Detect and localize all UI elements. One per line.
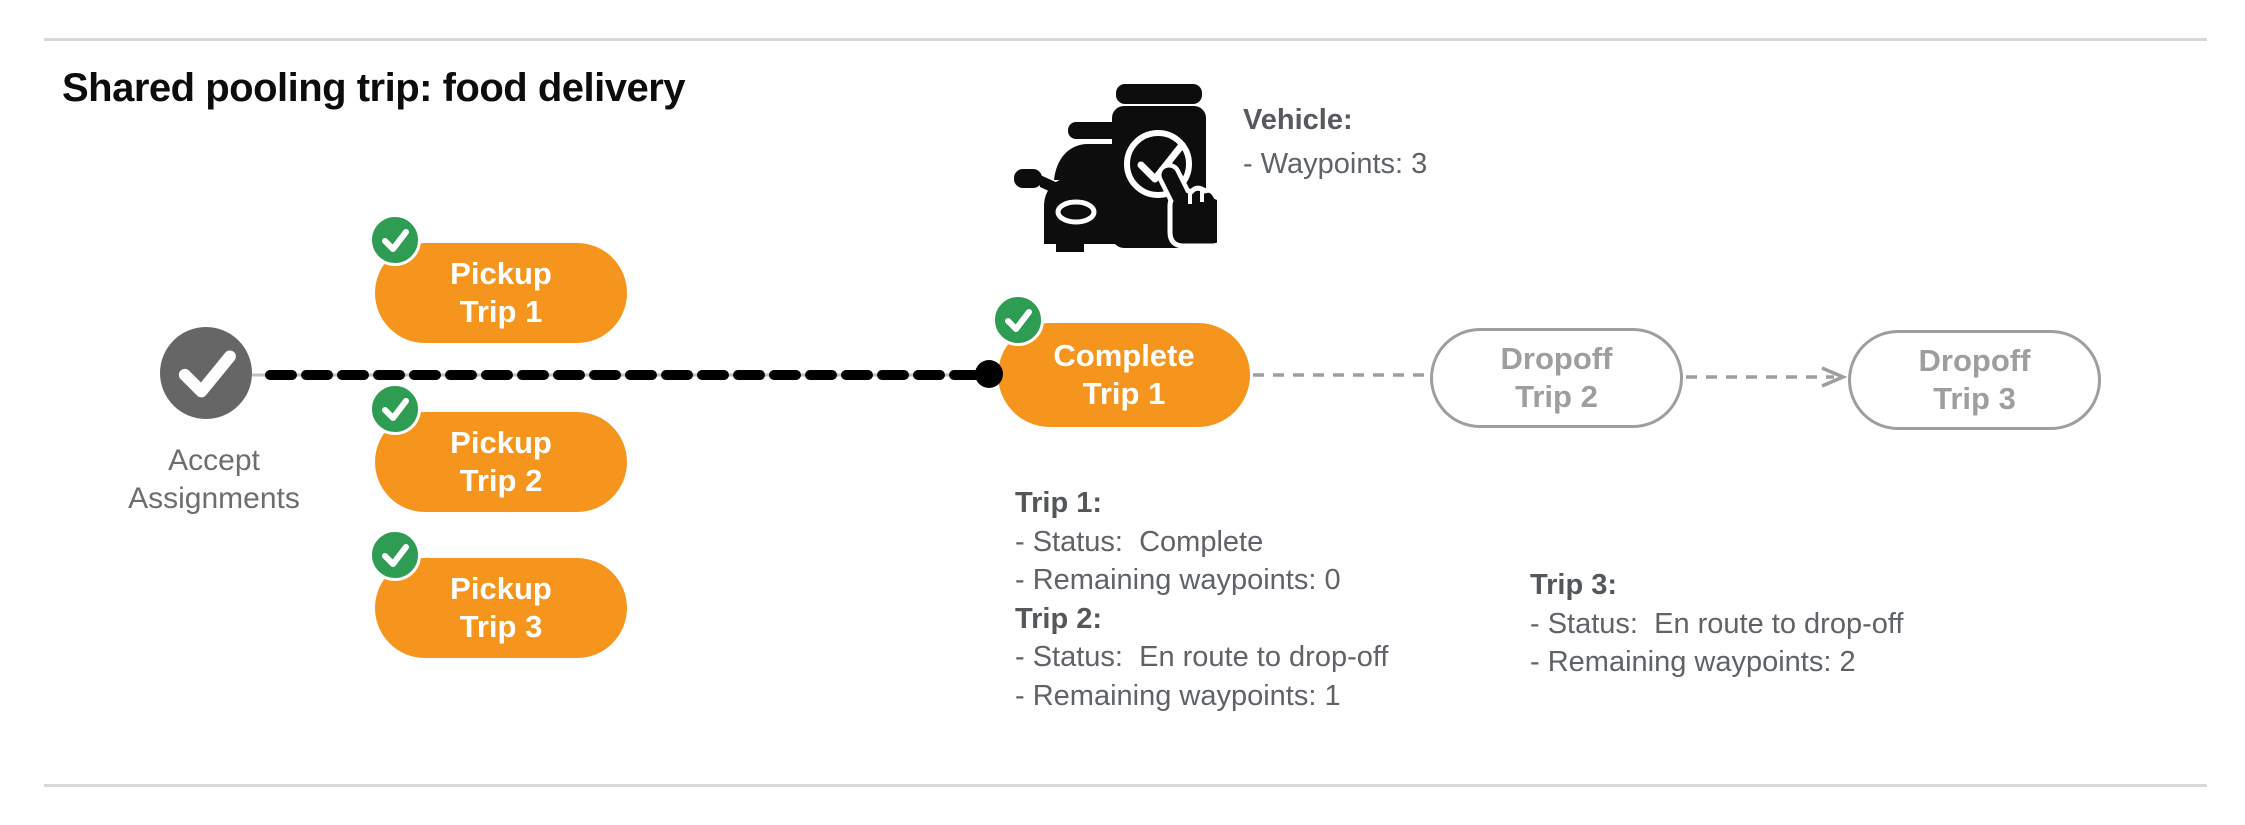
checkmark-icon [382, 544, 409, 567]
checkmark-icon [178, 350, 236, 398]
start-label-line2: Assignments [128, 482, 300, 515]
node-label-line2: Trip 2 [459, 463, 543, 498]
trip-3-waypoints: - Remaining waypoints: 2 [1530, 646, 1856, 678]
trip-3-status: - Status: En route to drop-off [1530, 607, 1904, 640]
start-label-line1: Accept [168, 444, 260, 477]
node-label-line1: Pickup [450, 425, 552, 460]
node-label-line2: Trip 2 [1515, 379, 1598, 414]
trip-3-heading: Trip 3: [1530, 569, 1618, 601]
trip-2-waypoints: - Remaining waypoints: 1 [1015, 679, 1341, 712]
vehicle-waypoints: - Waypoints: 3 [1243, 148, 1428, 180]
checkmark-icon [1005, 309, 1032, 332]
bottom-divider [44, 784, 2207, 787]
trip-status-block-3: Trip 3: - Status: En route to drop-off -… [1530, 566, 1903, 682]
vehicle-info: Vehicle: - Waypoints: 3 [1243, 98, 1427, 186]
car-phone-check-icon [1012, 72, 1227, 252]
top-divider [44, 38, 2207, 41]
node-pickup-trip-3: Pickup Trip 3 [375, 558, 627, 658]
accept-assignments-node [160, 327, 252, 419]
current-position-dot [975, 360, 1003, 388]
page-title: Shared pooling trip: food delivery [62, 66, 686, 110]
completed-check-badge [369, 383, 421, 435]
node-label-line1: Pickup [450, 571, 552, 606]
node-label-line1: Complete [1053, 338, 1195, 373]
node-label-line1: Dropoff [1500, 341, 1613, 376]
accept-assignments-label: Accept Assignments [84, 442, 344, 518]
completed-check-badge [369, 214, 421, 266]
checkmark-icon [382, 398, 409, 421]
arrowhead-icon [1821, 366, 1848, 388]
node-label-line2: Trip 3 [1933, 381, 2016, 416]
node-complete-trip-1: Complete Trip 1 [998, 323, 1250, 427]
node-label-line2: Trip 1 [459, 294, 543, 329]
completed-check-badge [369, 529, 421, 581]
trip-1-waypoints: - Remaining waypoints: 0 [1015, 564, 1341, 596]
node-dropoff-trip-3: Dropoff Trip 3 [1848, 330, 2101, 430]
completed-check-badge [992, 294, 1044, 346]
node-label-line1: Dropoff [1918, 343, 2031, 378]
trip-2-status: - Status: En route to drop-off [1015, 641, 1389, 673]
trip-1-heading: Trip 1: [1015, 487, 1103, 519]
vehicle-heading: Vehicle: [1243, 104, 1353, 136]
trip-1-status: - Status: Complete [1015, 525, 1264, 558]
node-pickup-trip-2: Pickup Trip 2 [375, 412, 627, 512]
node-label-line1: Pickup [450, 256, 552, 291]
node-pickup-trip-1: Pickup Trip 1 [375, 243, 627, 343]
trip-status-block-1-2: Trip 1: - Status: Complete - Remaining w… [1015, 484, 1388, 715]
trip-2-heading: Trip 2: [1015, 602, 1103, 635]
node-label-line2: Trip 1 [1082, 376, 1166, 411]
node-dropoff-trip-2: Dropoff Trip 2 [1430, 328, 1683, 428]
checkmark-icon [382, 229, 409, 252]
node-label-line2: Trip 3 [459, 609, 543, 644]
